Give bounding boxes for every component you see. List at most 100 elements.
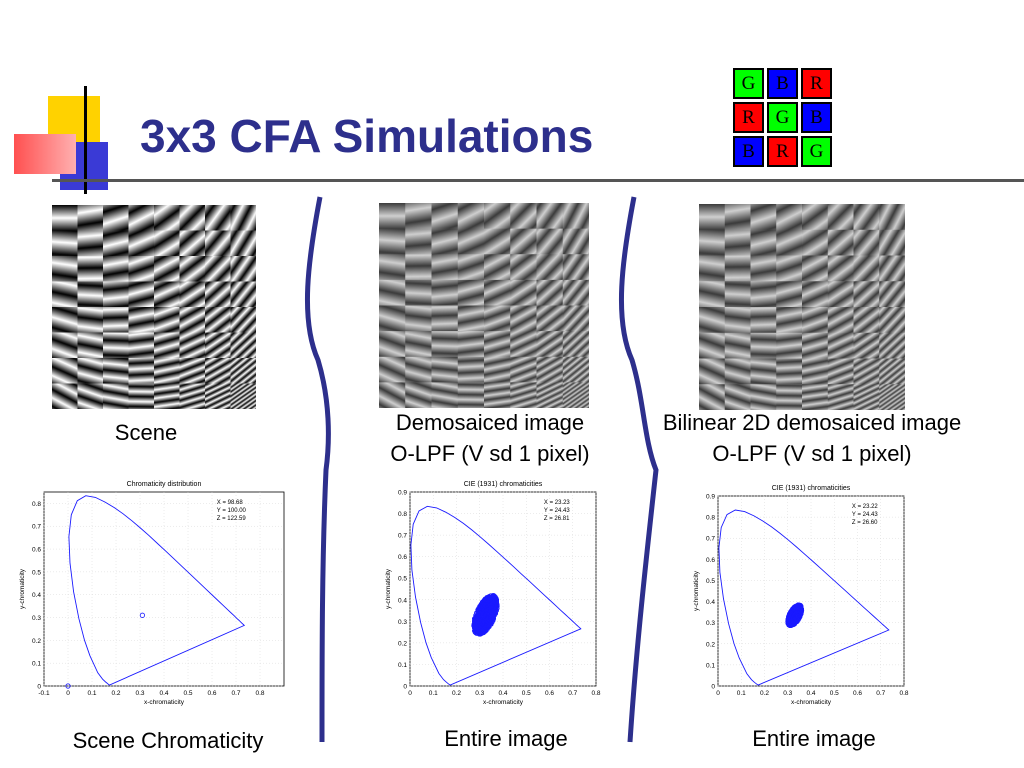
y-tick-label: 0.6 — [706, 557, 715, 564]
data-point — [65, 683, 71, 689]
cluster-point — [795, 608, 800, 613]
cfa-cell: G — [801, 136, 832, 167]
cfa-cell: B — [767, 68, 798, 99]
cluster-point — [486, 623, 491, 628]
y-tick-label: 0 — [37, 684, 41, 691]
logo-vertical-line — [84, 86, 87, 194]
x-tick-label: 0 — [408, 690, 412, 697]
y-tick-label: 0.3 — [706, 620, 715, 627]
y-tick-label: 0.5 — [706, 578, 715, 585]
x-tick-label: 0.2 — [111, 690, 120, 697]
cluster-point — [481, 613, 486, 618]
plot-area — [43, 491, 285, 687]
cluster-point — [474, 619, 480, 624]
y-tick-label: 0.6 — [398, 554, 407, 561]
cluster-point — [477, 624, 482, 629]
cluster-point — [788, 619, 794, 624]
x-tick-label: 0.2 — [760, 690, 769, 697]
caption-bilinear-line1: Bilinear 2D demosaiced image — [662, 410, 962, 435]
cfa-cell: G — [733, 68, 764, 99]
cfa-cell: R — [801, 68, 832, 99]
cluster-point — [489, 613, 494, 618]
cfa-cell: G — [767, 102, 798, 133]
cluster-point — [474, 627, 479, 632]
y-tick-label: 0.8 — [706, 515, 715, 522]
caption-scene-chromaticity: Scene Chromaticity — [72, 728, 264, 753]
scene-image — [52, 205, 256, 409]
y-tick-label: 0.4 — [32, 592, 41, 599]
x-tick-label: 0.5 — [830, 690, 839, 697]
cluster-point — [486, 600, 491, 605]
xyz-annotation: X = 23.23 — [544, 500, 571, 506]
xyz-annotation: Y = 24.43 — [852, 512, 878, 518]
cluster-point — [480, 612, 485, 617]
logo-red-square — [14, 134, 76, 174]
y-tick-label: 0.8 — [32, 501, 41, 508]
y-tick-label: 0.8 — [398, 511, 407, 518]
cluster-point — [786, 618, 791, 623]
plot-area — [717, 495, 905, 687]
x-tick-label: -0.1 — [38, 690, 50, 697]
cluster-point — [791, 620, 796, 625]
caption-scene: Scene — [114, 420, 178, 445]
y-tick-label: 0.6 — [32, 547, 41, 554]
y-tick-label: 0.9 — [706, 494, 715, 501]
cluster-point — [486, 613, 491, 618]
slide-logo — [14, 86, 164, 206]
separator-left — [305, 196, 331, 743]
x-tick-label: 0.6 — [853, 690, 862, 697]
cluster-point — [488, 618, 493, 624]
cluster-point — [486, 596, 491, 601]
x-tick-label: 0.4 — [498, 690, 507, 697]
x-axis-label: x-chromaticity — [144, 699, 185, 706]
separator-right — [619, 196, 659, 743]
y-tick-label: 0.1 — [706, 662, 715, 669]
x-tick-label: 0.8 — [591, 690, 600, 697]
y-tick-label: 0.3 — [398, 619, 407, 626]
chart-title: Chromaticity distribution — [127, 481, 202, 488]
xyz-annotation: Y = 100.00 — [217, 508, 247, 514]
y-tick-label: 0.9 — [398, 490, 407, 497]
cluster-point — [471, 623, 476, 628]
point-cluster — [785, 602, 805, 629]
title-underline — [52, 179, 1024, 182]
cluster-point — [481, 627, 487, 632]
x-tick-label: 0.1 — [87, 690, 96, 697]
y-tick-label: 0.4 — [706, 599, 715, 606]
demosaiced-image — [379, 203, 589, 408]
cfa-cell: B — [801, 102, 832, 133]
y-tick-label: 0.7 — [32, 524, 41, 531]
x-tick-label: 0.3 — [135, 690, 144, 697]
xyz-annotation: X = 98.68 — [217, 500, 244, 506]
cluster-point — [480, 604, 486, 609]
x-tick-label: 0.8 — [899, 690, 908, 697]
spectral-locus — [410, 505, 582, 686]
cluster-point — [789, 609, 794, 614]
cluster-point — [493, 595, 498, 600]
caption-bilinear-line2: O-LPF (V sd 1 pixel) — [712, 441, 912, 466]
bilinear-image — [699, 204, 905, 410]
caption-demosaiced-line2: O-LPF (V sd 1 pixel) — [390, 441, 590, 466]
x-tick-label: 0.7 — [568, 690, 577, 697]
x-tick-label: 0.5 — [522, 690, 531, 697]
x-tick-label: 0.1 — [429, 690, 438, 697]
y-tick-label: 0.5 — [398, 576, 407, 583]
y-tick-label: 0.2 — [398, 640, 407, 647]
plot-area — [409, 491, 597, 687]
xyz-annotation: Z = 122.59 — [217, 516, 247, 522]
cluster-point — [793, 612, 798, 617]
y-tick-label: 0.2 — [706, 641, 715, 648]
cluster-point — [493, 611, 498, 616]
y-tick-label: 0.1 — [398, 662, 407, 669]
y-axis-label: y-chromaticity — [693, 570, 700, 611]
cluster-point — [483, 622, 488, 627]
cluster-point — [488, 608, 494, 613]
cluster-point — [798, 606, 803, 611]
y-tick-label: 0.7 — [398, 533, 407, 540]
xyz-annotation: Y = 24.43 — [544, 508, 570, 514]
caption-demosaiced-line1: Demosaiced image — [395, 410, 585, 435]
